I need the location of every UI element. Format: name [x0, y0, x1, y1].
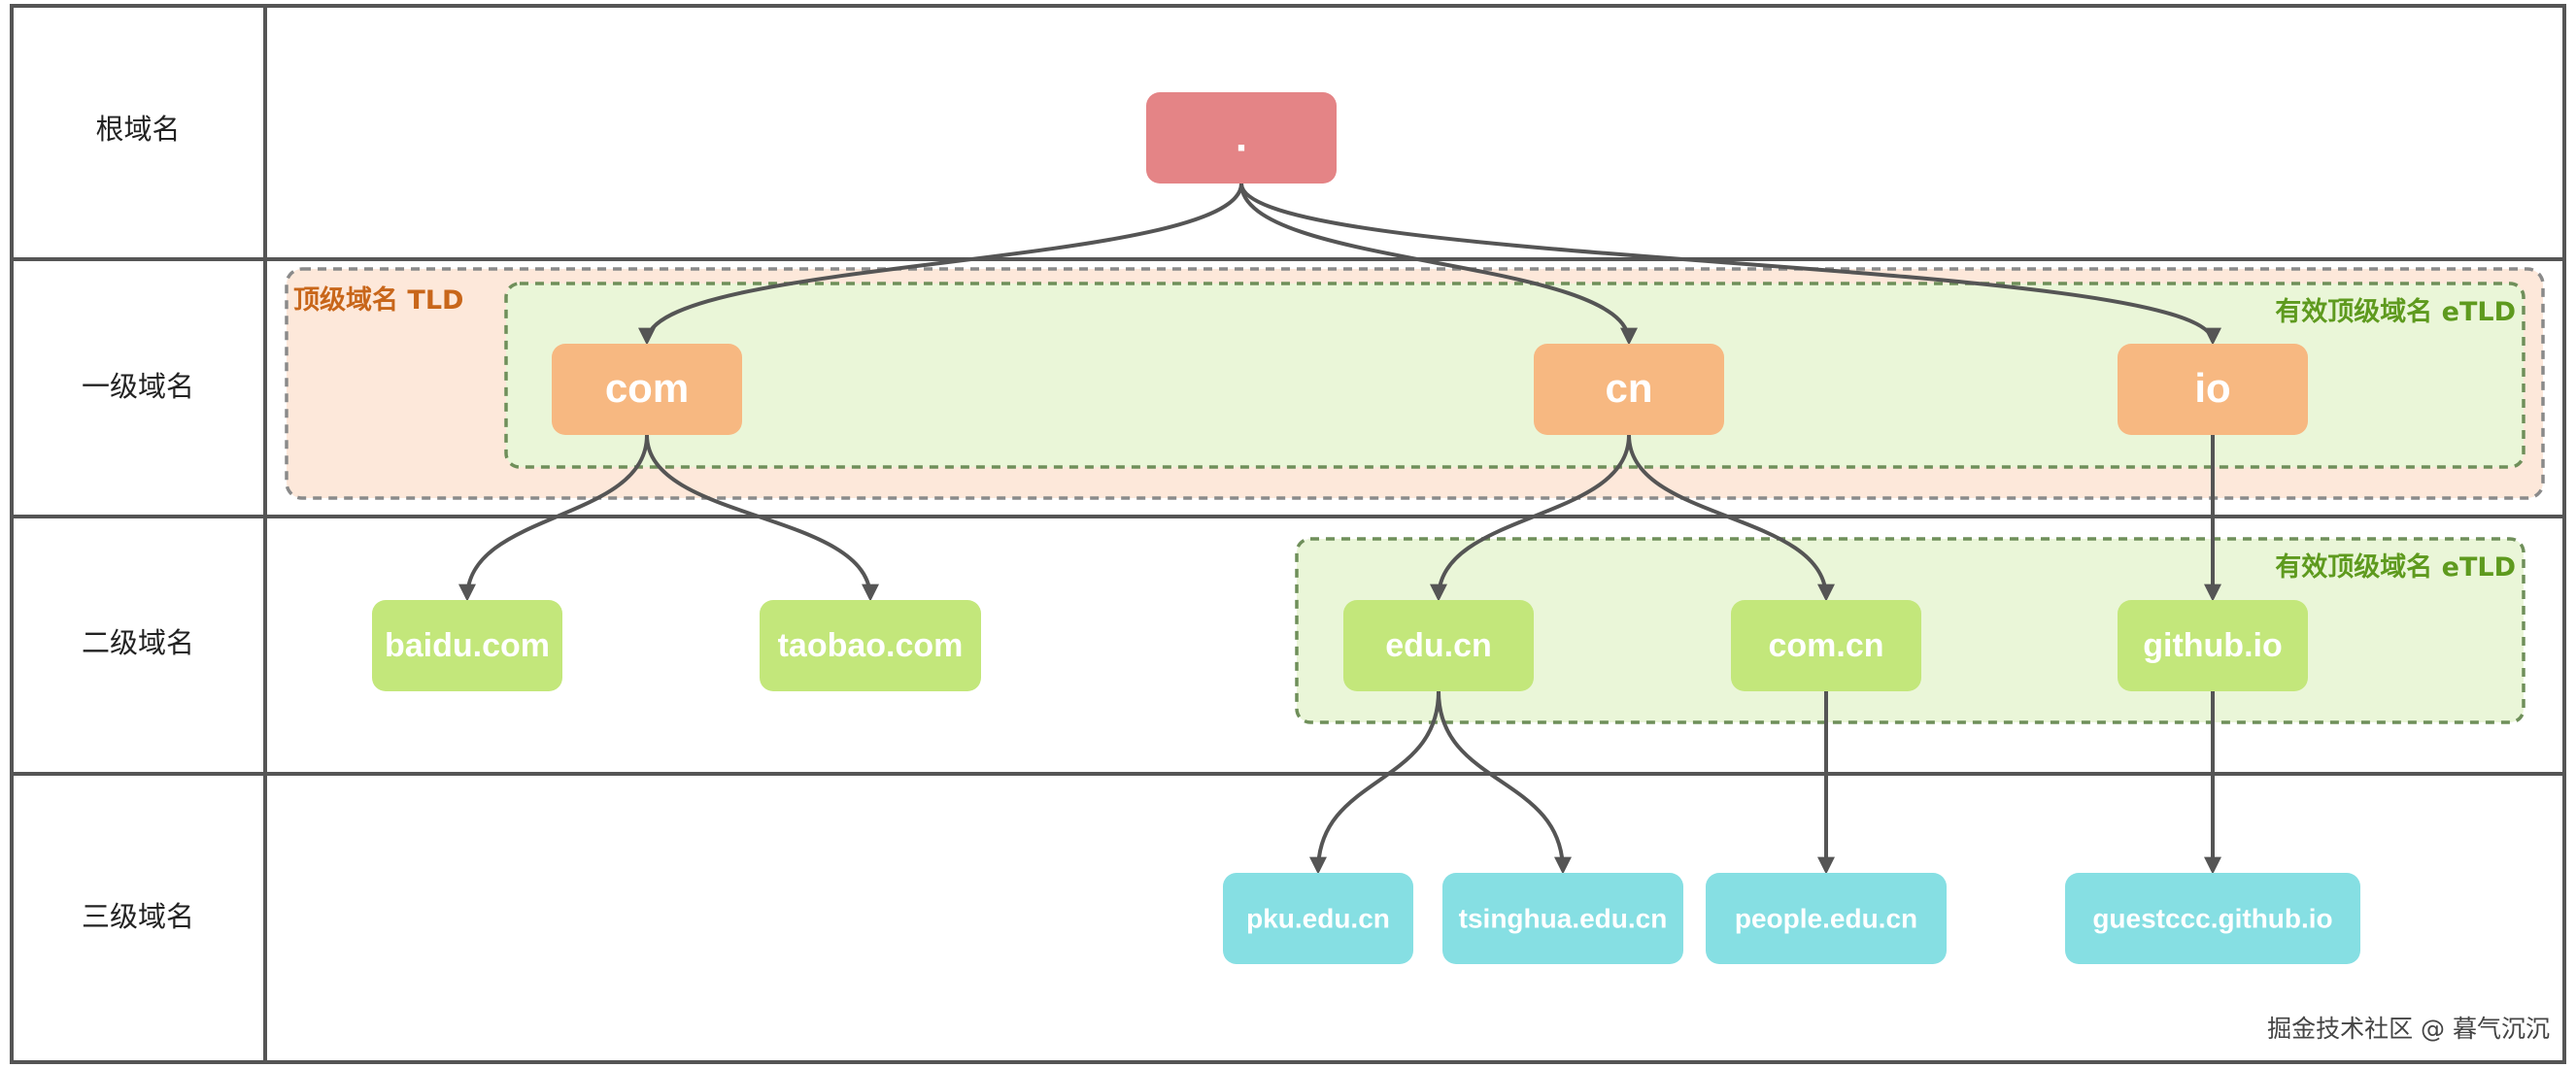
node-guestccc: guestccc.github.io	[2065, 873, 2360, 964]
node-io-box	[2118, 344, 2308, 435]
node-educn-label: edu.cn	[1385, 627, 1492, 664]
node-pku-label: pku.edu.cn	[1246, 903, 1390, 933]
row-label-level1: 一级域名	[82, 370, 194, 403]
nodes: . com cn io baidu.com taobao.com edu.cn com.cn g…	[372, 92, 2360, 964]
node-baidu-label: baidu.com	[385, 627, 550, 664]
edge-root-to-io	[1239, 183, 2221, 346]
row-label-root: 根域名	[95, 113, 180, 146]
node-people: people.edu.cn	[1706, 873, 1947, 964]
node-root-label: .	[1236, 114, 1247, 161]
edge-root-to-cn	[1239, 183, 1638, 346]
node-io-label: io	[2194, 365, 2230, 411]
node-root: .	[1146, 92, 1337, 184]
node-tsinghua-label: tsinghua.edu.cn	[1459, 903, 1668, 933]
node-githubio: github.io	[2118, 600, 2308, 691]
node-tsinghua: tsinghua.edu.cn	[1442, 873, 1683, 964]
node-tsinghua-box	[1442, 873, 1683, 964]
node-guestccc-label: guestccc.github.io	[2092, 903, 2332, 933]
node-cn-label: cn	[1605, 365, 1652, 411]
level-table	[10, 4, 2566, 1064]
node-baidu-box	[372, 600, 562, 691]
node-comcn: com.cn	[1731, 600, 1921, 691]
node-pku-box	[1223, 873, 1413, 964]
etld-second-group-label: 有效顶级域名 eTLD	[2275, 551, 2516, 583]
node-taobao: taobao.com	[760, 600, 981, 691]
node-io: io	[2118, 344, 2308, 435]
etld-top-group-box	[504, 282, 2525, 469]
edge-cn-to-comcn	[1627, 434, 1835, 602]
node-people-box	[1706, 873, 1947, 964]
node-baidu: baidu.com	[372, 600, 562, 691]
node-people-label: people.edu.cn	[1735, 903, 1917, 933]
edge-com-to-taobao	[645, 434, 879, 602]
edge-cn-to-educn	[1430, 434, 1631, 602]
node-comcn-box	[1731, 600, 1921, 691]
node-cn: cn	[1534, 344, 1724, 435]
etld-top-group-label: 有效顶级域名 eTLD	[2275, 296, 2516, 327]
edge-com-to-baidu	[458, 434, 649, 602]
watermark: 掘金技术社区 @ 暮气沉沉	[2267, 1015, 2550, 1043]
edges	[458, 183, 2221, 875]
node-root-box	[1146, 92, 1337, 184]
edge-educn-to-pku	[1309, 690, 1441, 875]
node-com-box	[552, 344, 742, 435]
node-guestccc-box	[2065, 873, 2360, 964]
node-com-label: com	[605, 365, 689, 411]
tld-group-label: 顶级域名 TLD	[293, 284, 463, 316]
node-comcn-label: com.cn	[1768, 627, 1883, 664]
node-taobao-box	[760, 600, 981, 691]
node-githubio-box	[2118, 600, 2308, 691]
node-cn-box	[1534, 344, 1724, 435]
table-border	[10, 4, 2566, 1064]
edge-root-to-com	[638, 183, 1243, 346]
node-githubio-label: github.io	[2143, 627, 2283, 664]
node-com: com	[552, 344, 742, 435]
row-label-level2: 二级域名	[82, 626, 194, 659]
edge-educn-to-tsinghua	[1437, 690, 1572, 875]
node-educn-box	[1343, 600, 1534, 691]
node-educn: edu.cn	[1343, 600, 1534, 691]
node-pku: pku.edu.cn	[1223, 873, 1413, 964]
node-taobao-label: taobao.com	[778, 627, 964, 664]
row-label-level3: 三级域名	[82, 900, 194, 933]
